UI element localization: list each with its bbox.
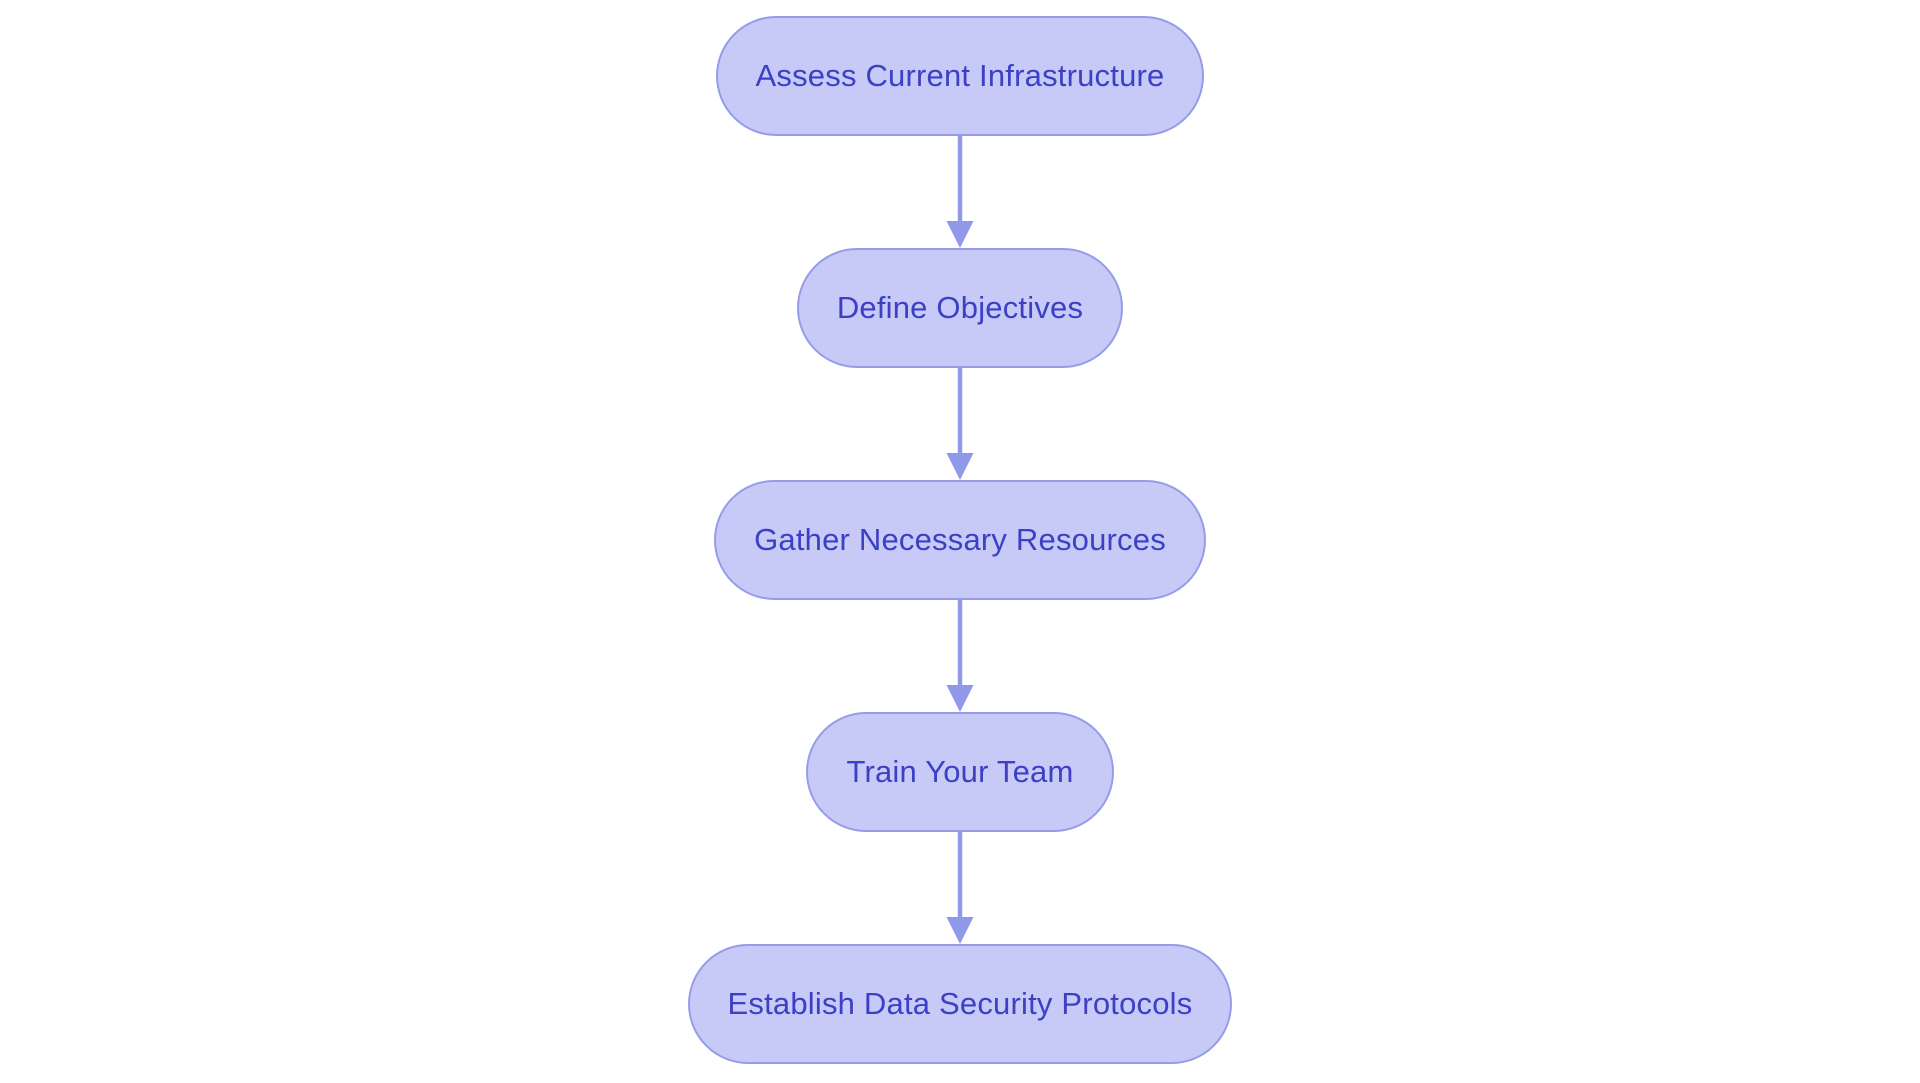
node-label: Train Your Team [846,754,1074,789]
node-establish-data-security-protocols: Establish Data Security Protocols [687,944,1233,1064]
arrow-line [957,600,963,688]
arrow-head-icon [946,453,974,480]
node-label: Assess Current Infrastructure [755,58,1165,93]
node-label: Establish Data Security Protocols [727,986,1193,1021]
arrow-line [957,368,963,456]
arrow-line [957,136,963,224]
node-train-your-team: Train Your Team [806,712,1114,832]
node-assess-current-infrastructure: Assess Current Infrastructure [715,16,1205,136]
arrow-gather-to-train [946,600,974,712]
node-gather-necessary-resources: Gather Necessary Resources [714,480,1206,600]
arrow-head-icon [946,685,974,712]
arrow-line [957,832,963,920]
node-label: Define Objectives [836,290,1084,325]
node-define-objectives: Define Objectives [796,248,1124,368]
arrow-define-to-gather [946,368,974,480]
arrow-train-to-establish [946,832,974,944]
arrow-assess-to-define [946,136,974,248]
arrow-head-icon [946,221,974,248]
node-label: Gather Necessary Resources [754,522,1166,557]
arrow-head-icon [946,917,974,944]
